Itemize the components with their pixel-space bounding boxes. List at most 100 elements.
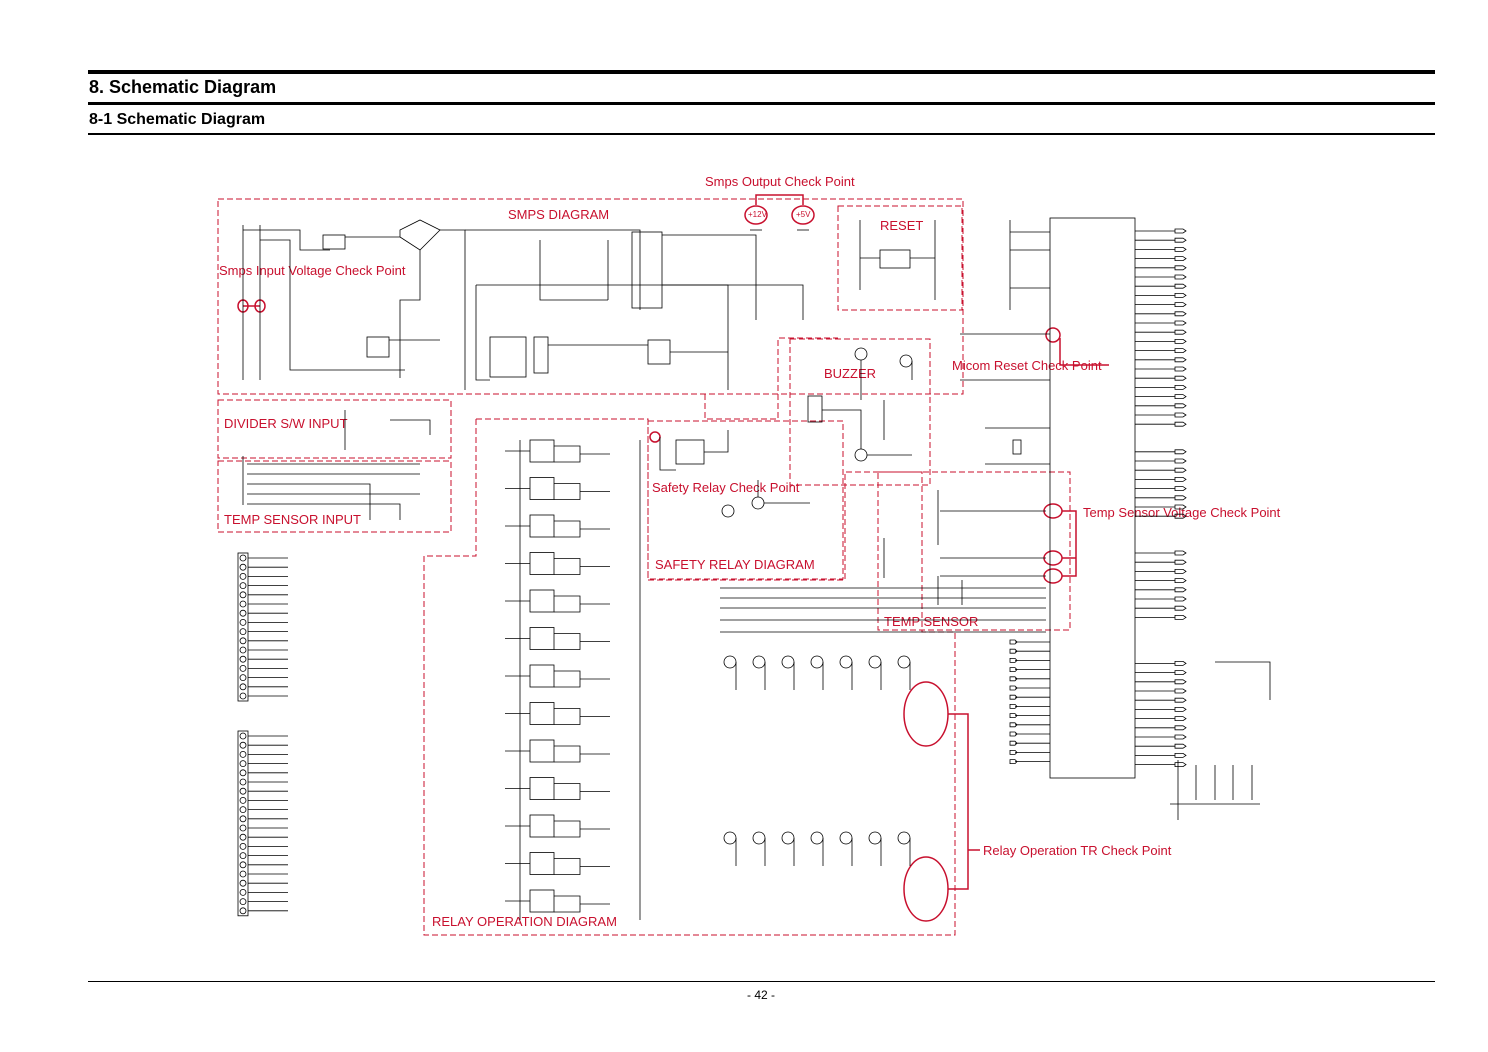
pin-arrow <box>1009 676 1018 682</box>
connector-body <box>237 730 249 917</box>
pin-arrow <box>1174 670 1187 675</box>
buzzer-wiring <box>807 347 913 462</box>
relay-tr-circle-lower <box>903 856 949 922</box>
pin-arrow <box>1174 688 1187 694</box>
relay-diode-loop <box>554 445 581 463</box>
smps-input-check-point-label: Smps Input Voltage Check Point <box>219 263 406 278</box>
connector-pin <box>239 573 247 580</box>
plus5v-rail-label: +5V <box>796 210 811 219</box>
smps-bottom-extension <box>704 337 838 420</box>
pin-arrow <box>1174 394 1187 400</box>
relay-diode-loop <box>554 633 581 650</box>
pin-arrow <box>1174 265 1187 271</box>
pin-arrow <box>1174 384 1187 390</box>
temp-sensor-label: TEMP SENSOR <box>884 614 978 629</box>
pin-arrow <box>1174 366 1187 372</box>
pin-arrow <box>1009 639 1018 645</box>
relay-diode-loop <box>554 558 581 575</box>
relay-diode-loop <box>554 820 581 838</box>
micom-chip <box>960 217 1136 779</box>
relay-diode-loop <box>554 745 581 763</box>
connector-pin <box>239 797 247 804</box>
connector-pin <box>239 609 247 617</box>
connector-pin <box>239 852 247 859</box>
smps-output-check-point-label: Smps Output Check Point <box>705 174 855 189</box>
micom-right-pins <box>1135 228 1187 767</box>
pin-arrow <box>1174 237 1187 243</box>
section-title: 8-1 Schematic Diagram <box>89 111 266 128</box>
connector-pin <box>239 582 247 589</box>
relay-diode-loop <box>554 520 581 538</box>
relay-coil <box>529 477 555 500</box>
pin-arrow <box>1174 357 1187 363</box>
pin-arrow <box>1174 338 1187 344</box>
relay-diode-loop <box>554 483 581 500</box>
transistor <box>897 655 911 669</box>
smps-diagram-label: SMPS DIAGRAM <box>508 207 609 222</box>
pin-arrow <box>1174 679 1187 685</box>
reset-wiring <box>859 220 936 300</box>
connector-pin <box>239 843 247 850</box>
pin-arrow <box>1174 743 1187 749</box>
connector-cn102 <box>237 552 288 702</box>
connector-pin <box>239 665 247 672</box>
pin-arrow <box>1174 292 1187 298</box>
pin-arrow <box>1009 731 1018 737</box>
plus12v-rail-label: +12V <box>748 210 768 219</box>
relay-diode-loop <box>554 783 581 800</box>
buzzer-block-box <box>789 338 931 486</box>
temp-sensor-voltage-check-point-label: Temp Sensor Voltage Check Point <box>1083 505 1281 520</box>
title-rule <box>88 102 1435 105</box>
pin-arrow <box>1174 734 1187 740</box>
connector-pin <box>239 778 247 786</box>
temp-check-leader <box>1062 510 1077 577</box>
temp-input-block-box <box>217 460 452 533</box>
transistor <box>897 831 911 845</box>
page-title: 8. Schematic Diagram <box>89 77 277 97</box>
connector-body <box>237 552 249 702</box>
pin-arrow <box>1009 722 1018 728</box>
pin-arrow <box>1174 697 1187 703</box>
connector-pin <box>239 870 247 878</box>
pin-arrow <box>1174 375 1187 381</box>
relay-lines-to-micom <box>720 587 1046 633</box>
temp-sensor-input-label: TEMP SENSOR INPUT <box>224 512 361 527</box>
transistor <box>723 831 737 845</box>
smps-output-leader <box>755 194 804 205</box>
pin-arrow <box>1174 605 1187 611</box>
transistor <box>723 655 737 669</box>
transistor <box>752 655 766 669</box>
relay-coil <box>529 664 555 688</box>
connector-pin <box>239 683 247 691</box>
temp-check-circle-2 <box>1043 550 1063 566</box>
pin-arrow <box>1174 274 1187 280</box>
pin-arrow <box>1174 329 1187 335</box>
transistor <box>781 831 795 845</box>
relay-coil <box>529 439 555 463</box>
connector-pin <box>239 760 247 767</box>
connector-pin <box>239 889 247 896</box>
transistor <box>781 655 795 669</box>
pin-arrow <box>1174 513 1187 519</box>
pin-arrow <box>1174 661 1187 666</box>
connector-pin <box>239 554 247 562</box>
pin-arrow <box>1009 694 1018 700</box>
pin-arrow <box>1174 596 1187 602</box>
buzzer-label: BUZZER <box>824 366 876 381</box>
relay-diode-loop <box>554 670 581 688</box>
pin-arrow <box>1174 412 1187 418</box>
relay-coil <box>529 739 555 763</box>
connector-pin <box>239 751 247 758</box>
pin-arrow <box>1174 762 1187 767</box>
micom-reset-leader <box>1059 338 1109 366</box>
pin-arrow <box>1174 302 1187 308</box>
pin-arrow <box>1174 458 1187 464</box>
safety-relay-block-box <box>647 420 844 580</box>
safety-relay-label: SAFETY RELAY DIAGRAM <box>655 557 815 572</box>
transistor <box>810 831 824 845</box>
transistor <box>839 831 853 845</box>
pin-arrow <box>1174 228 1187 234</box>
pin-arrow <box>1009 658 1018 663</box>
pin-arrow <box>1009 740 1018 746</box>
pin-arrow <box>1009 750 1018 755</box>
